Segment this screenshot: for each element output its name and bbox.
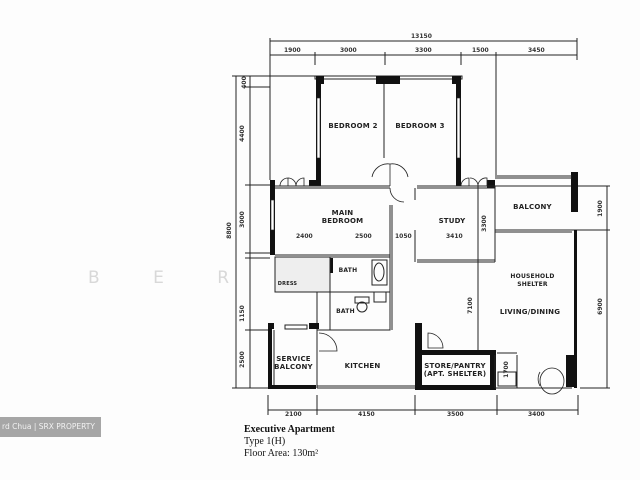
dim-left-2: 4400 [238,125,246,142]
room-store-pantry: STORE/PANTRY (APT. SHELTER) [423,362,487,378]
dim-study-height: 3300 [480,215,488,232]
dim-top-4: 1500 [472,47,489,54]
room-bedroom-3: BEDROOM 3 [395,122,445,130]
dim-top-5: 3450 [528,47,545,54]
dim-study-width: 3410 [446,233,463,240]
dim-store-height: 1700 [502,361,510,378]
room-main-bedroom: MAIN BEDROOM [321,209,364,225]
dim-corridor: 1050 [395,233,412,240]
room-dress: DRESS [277,281,298,287]
dim-mb-right: 2500 [355,233,372,240]
room-household-shelter: HOUSEHOLD SHELTER [510,273,555,288]
room-bedroom-2: BEDROOM 2 [328,122,378,130]
dim-bottom-1: 2100 [285,411,302,418]
dim-top-1: 1900 [284,47,301,54]
dim-bottom-4: 3400 [528,411,545,418]
dim-left-overall: 8800 [225,222,233,239]
photo-credit-text: rd Chua | SRX PROPERTY [2,422,95,431]
watermark: B E R [88,268,254,288]
dim-right-1: 1900 [596,200,604,217]
dim-left-3: 3000 [238,211,246,228]
plan-title: Executive Apartment [244,424,335,435]
plan-floor-area: Floor Area: 130m² [244,448,319,459]
dim-left-1: 400 [240,76,248,89]
dim-left-5: 2500 [238,351,246,368]
room-living-dining: LIVING/DINING [499,308,561,316]
room-bath-1: BATH [338,267,358,274]
dim-mb-left: 2400 [296,233,313,240]
dim-top-overall: 13150 [411,33,432,40]
dim-top-2: 3000 [340,47,357,54]
dim-living-height: 7100 [466,297,474,314]
plan-type: Type 1(H) [244,436,286,447]
dim-bottom-3: 3500 [447,411,464,418]
room-balcony: BALCONY [513,203,552,211]
dim-bottom-2: 4150 [358,411,375,418]
room-study: STUDY [438,217,466,225]
room-kitchen: KITCHEN [344,362,381,370]
dim-left-4: 1150 [238,305,246,322]
room-service-balcony: SERVICE BALCONY [274,355,313,371]
dim-top-3: 3300 [415,47,432,54]
room-bath-2: BATH [336,308,355,315]
photo-credit-badge: rd Chua | SRX PROPERTY [0,417,101,437]
dim-right-2: 6900 [596,298,604,315]
